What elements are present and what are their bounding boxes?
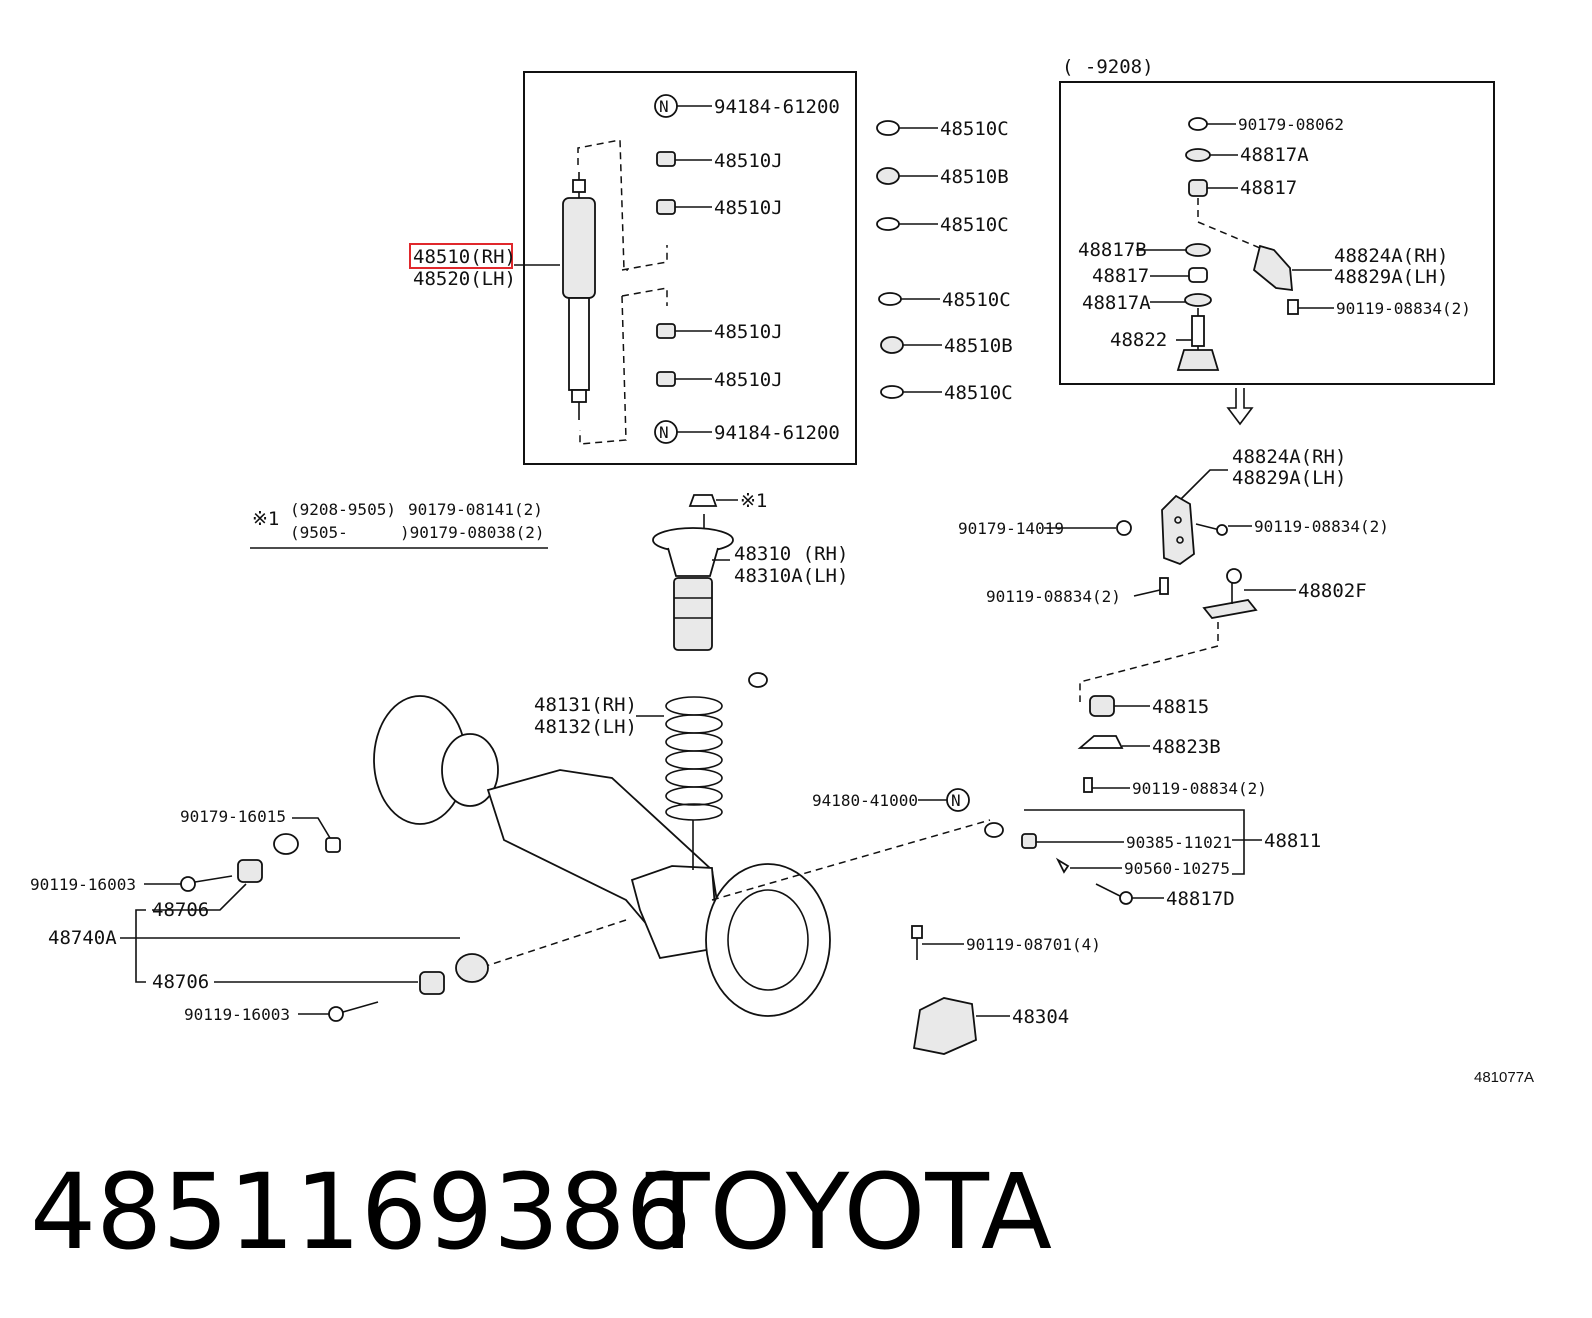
inset-label-7: 48822 — [1110, 329, 1167, 351]
stabilizer-bar — [748, 657, 1043, 838]
link-group-label: 48811 — [1264, 830, 1321, 852]
bracket-48823b-label: 48823B — [1152, 736, 1221, 758]
spring-label-lh: 48132(LH) — [534, 716, 637, 738]
link-part-a-label: 90385-11021 — [1126, 833, 1232, 852]
bushing-label-1: 48510J — [714, 150, 783, 172]
inset-label-2: 48817A — [1240, 144, 1309, 166]
rod-nut-label: 90179-16015 — [180, 807, 286, 826]
note-row2-part: )90179-08038(2) — [400, 523, 545, 542]
shock-absorber-box: N 94184-61200 48510J 48510J 48510J 48510… — [523, 71, 857, 465]
inset-label-8a: 48824A(RH) — [1334, 245, 1448, 267]
nut-n-icon — [946, 788, 970, 812]
inset-date-range: ( -9208) — [1062, 56, 1154, 78]
coil-spring: 48131(RH) 48132(LH) — [534, 694, 723, 821]
inset-label-9: 90119-08834(2) — [1336, 299, 1471, 318]
bolt-c-label: 90119-08834(2) — [986, 587, 1121, 606]
bump-stopper: ※1 48310 (RH) 48310A(LH) — [652, 490, 848, 651]
note-row1-range: (9208-9505) — [290, 500, 396, 519]
note-mark: ※1 — [252, 508, 279, 530]
nut-n-label: 94180-41000 — [812, 791, 918, 810]
bolt-a-label: 90179-14019 — [958, 519, 1064, 538]
inset-label-6: 48817A — [1082, 292, 1151, 314]
inset-label-1: 90179-08062 — [1238, 115, 1344, 134]
nut-top-label: 94184-61200 — [714, 96, 840, 118]
washer-label-5: 48510B — [944, 335, 1013, 357]
rod-bush-top-label: 48706 — [152, 899, 209, 921]
bracket-label-lh: 48829A(LH) — [1232, 467, 1346, 489]
inset-label-4: 48817B — [1078, 239, 1147, 261]
spring-label-rh: 48131(RH) — [534, 694, 637, 716]
svg-text:N: N — [951, 791, 961, 810]
link-bracket: 48802F — [1079, 568, 1367, 702]
nut-bottom-label: 94184-61200 — [714, 422, 840, 444]
bolt-d-label: 90119-08834(2) — [1132, 779, 1267, 798]
diagram-ref: 481077A — [1474, 1069, 1534, 1086]
svg-text:N: N — [659, 97, 669, 116]
bushing-label-3: 48510J — [714, 321, 783, 343]
note: ※1 (9208-9505) 90179-08141(2) (9505- )90… — [250, 500, 548, 549]
washer-label-4: 48510C — [942, 289, 1011, 311]
inset-label-3: 48817 — [1240, 177, 1297, 199]
inset-box: ( -9208) 90179-08062 48817A 48817 48817B… — [1059, 56, 1495, 385]
washer-label-1: 48510C — [940, 118, 1009, 140]
mark-ref: ※1 — [740, 490, 767, 512]
lateral-rod: 90179-16015 90119-16003 48706 48740A 487… — [30, 807, 489, 1024]
shock-label-rh: 48510(RH) — [413, 246, 516, 268]
shock-label-lh: 48520(LH) — [413, 268, 516, 290]
washer-label-3: 48510C — [940, 214, 1009, 236]
rear-axle — [373, 695, 991, 1017]
bar-bushing-set: 48815 48823B 90119-08834(2) — [1077, 695, 1267, 798]
rod-bush-bottom-label: 48706 — [152, 971, 209, 993]
note-row2-range: (9505- — [290, 523, 348, 542]
link-part-b-label: 90560-10275 — [1124, 859, 1230, 878]
bolt-b-label: 90119-08834(2) — [1254, 517, 1389, 536]
stabilizer-bracket: 48824A(RH) 48829A(LH) 90179-14019 90119-… — [958, 446, 1389, 606]
note-row1-part: 90179-08141(2) — [408, 500, 543, 519]
washer-label-2: 48510B — [940, 166, 1009, 188]
shock-absorber — [562, 172, 596, 420]
axle-bumper: 90119-08701(4) 48304 — [911, 925, 1101, 1055]
washer-column: 48510C 48510B 48510C 48510C 48510B 48510… — [876, 118, 1013, 404]
bushing-label-2: 48510J — [714, 197, 783, 219]
inset-label-5: 48817 — [1092, 265, 1149, 287]
bolt-e-label: 90119-08701(4) — [966, 935, 1101, 954]
bracket-label-rh: 48824A(RH) — [1232, 446, 1346, 468]
bumper-label-rh: 48310 (RH) — [734, 543, 848, 565]
brand-name: TOYOTA — [645, 1151, 1052, 1273]
link-parts: 48811 90385-11021 90560-10275 48817D — [1021, 809, 1321, 910]
bumper-48304-label: 48304 — [1012, 1006, 1069, 1028]
link-bracket-label: 48802F — [1298, 580, 1367, 602]
inset-label-8b: 48829A(LH) — [1334, 266, 1448, 288]
bolt-48817d-label: 48817D — [1166, 888, 1235, 910]
svg-text:N: N — [659, 423, 669, 442]
bushing-48815-label: 48815 — [1152, 696, 1209, 718]
rod-bolt-top-label: 90119-16003 — [30, 875, 136, 894]
washer-label-6: 48510C — [944, 382, 1013, 404]
rod-label: 48740A — [48, 927, 117, 949]
part-number: 4851169386 — [30, 1151, 692, 1273]
bushing-label-4: 48510J — [714, 369, 783, 391]
highlight-box — [409, 243, 513, 269]
bumper-label-lh: 48310A(LH) — [734, 565, 848, 587]
arrow-down-icon — [1226, 388, 1254, 426]
rod-bolt-bottom-label: 90119-16003 — [184, 1005, 290, 1024]
